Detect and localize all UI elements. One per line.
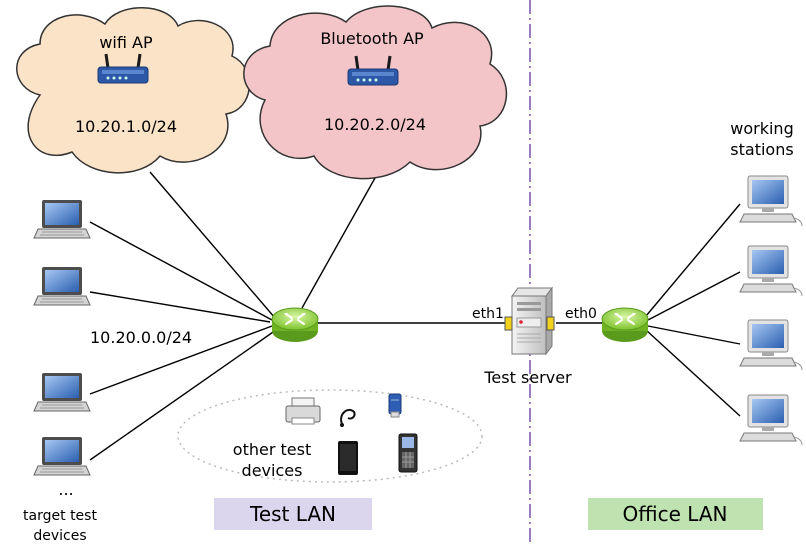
other-devices-line2: devices: [242, 461, 303, 480]
stations-caption-line2: stations: [730, 140, 793, 159]
bluetooth-subnet: 10.20.2.0/24: [324, 115, 426, 134]
eth0-label: eth0: [565, 306, 597, 322]
eth1-label: eth1: [472, 306, 504, 322]
laptop-icon: [33, 436, 91, 476]
test-lan-subnet: 10.20.0.0/24: [90, 328, 192, 347]
server-label: Test server: [483, 368, 572, 387]
targets-ellipsis: ...: [58, 480, 73, 499]
office-lan-links: [556, 203, 741, 417]
mobile-phone-icon: [398, 433, 418, 473]
test-lan-badge: [214, 498, 372, 530]
targets-caption-line1: target test: [23, 508, 97, 524]
test-lan-router-icon: [271, 307, 319, 343]
stations-caption-line1: working: [730, 119, 793, 138]
eth1-port: [504, 316, 513, 331]
laptop-icon: [33, 266, 91, 306]
wifi-subnet: 10.20.1.0/24: [75, 117, 177, 136]
test-lan-label: Test LAN: [249, 502, 336, 526]
office-lan-label: Office LAN: [623, 502, 728, 526]
office-lan-badge: [588, 498, 763, 530]
wifi-ap-title: wifi AP: [99, 33, 153, 52]
workstation-icon: [739, 319, 803, 371]
server-icon: [511, 286, 553, 356]
targets-caption-line2: devices: [33, 528, 86, 544]
workstation-icon: [739, 175, 803, 227]
laptop-icon: [33, 372, 91, 412]
tablet-icon: [338, 441, 358, 475]
usb-dongle-icon: [388, 393, 402, 418]
headset-icon: [340, 408, 356, 427]
printer-icon: [285, 397, 321, 425]
workstation-icon: [739, 394, 803, 446]
bluetooth-cloud: [243, 5, 508, 180]
workstation-icon: [739, 245, 803, 297]
bluetooth-ap-title: Bluetooth AP: [320, 29, 424, 48]
laptop-icon: [33, 199, 91, 239]
other-devices-area: [177, 389, 483, 483]
office-lan-router-icon: [601, 307, 649, 343]
other-devices-line1: other test: [233, 440, 311, 459]
eth0-port: [546, 316, 555, 331]
test-lan-links: [89, 171, 506, 461]
wifi-cloud: [16, 7, 250, 174]
